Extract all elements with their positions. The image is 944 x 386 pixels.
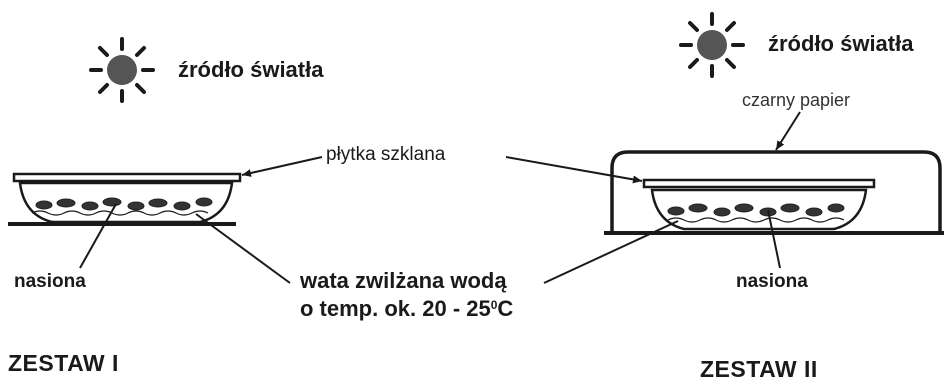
seeds-one: [35, 197, 213, 211]
light-source-label-one: źródło światła: [178, 57, 324, 82]
cotton-pointer-two: [543, 220, 679, 284]
seeds-pointer-one: [79, 203, 117, 269]
cotton-pointer-one: [195, 213, 291, 284]
glass-arrow-one: [241, 156, 323, 177]
set-one-apparatus: [8, 172, 242, 226]
black-paper-label: czarny papier: [742, 90, 851, 110]
cotton-one: [31, 210, 209, 216]
glass-plate-label: płytka szklana: [326, 144, 446, 165]
glass-arrow-two: [505, 156, 643, 184]
light-source-label-two: źródło światła: [768, 31, 914, 56]
cotton-two: [667, 217, 845, 223]
leader-lines: [79, 111, 801, 284]
glass-plate-two: [642, 178, 876, 189]
seeds-label-one: nasiona: [14, 271, 86, 292]
sun-icon: [89, 37, 155, 103]
black-paper-cover: [610, 150, 942, 232]
cotton-label-line2: o temp. ok. 20 - 250C: [300, 296, 514, 321]
cotton-label-line1: wata zwilżana wodą: [300, 268, 507, 293]
glass-plate-one: [12, 172, 242, 183]
set-two-title: ZESTAW II: [700, 356, 818, 382]
seeds-two: [667, 203, 845, 217]
set-one-title: ZESTAW I: [8, 350, 119, 376]
set-two-apparatus: [604, 150, 944, 235]
seeds-pointer-two: [767, 209, 781, 269]
seeds-label-two: nasiona: [736, 271, 808, 292]
black-paper-arrow: [775, 111, 801, 151]
sun-icon: [679, 12, 745, 78]
dish-two: [650, 188, 868, 231]
